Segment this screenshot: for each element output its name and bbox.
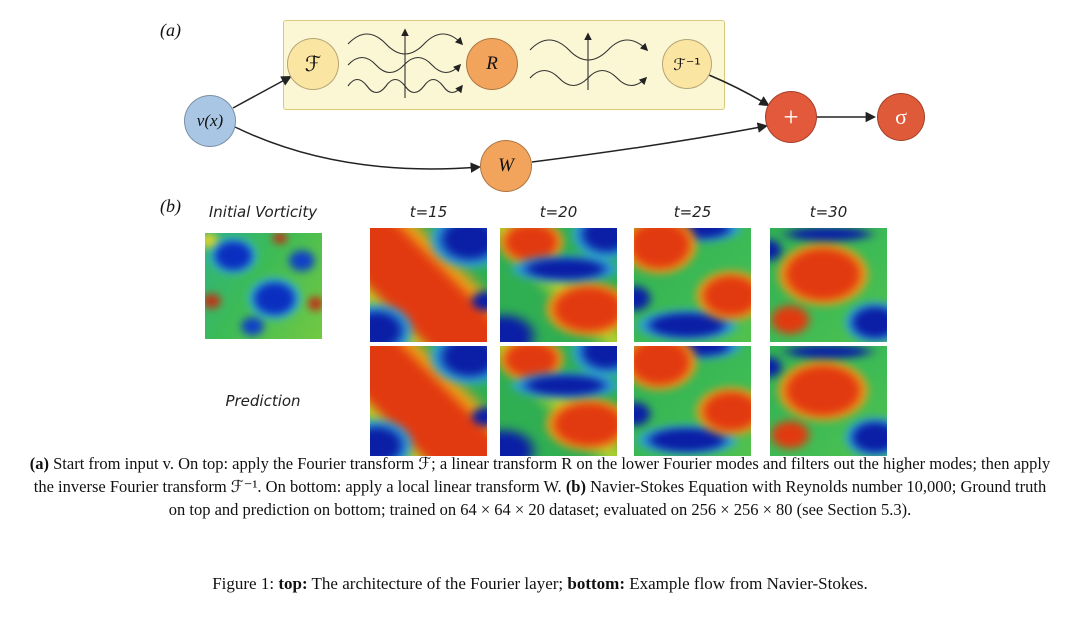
- caption-b-text: Navier-Stokes Equation with Reynolds num…: [168, 477, 1047, 520]
- node-activation-sigma: σ: [877, 93, 925, 141]
- figure-caption-top-marker: top:: [278, 574, 308, 593]
- time-label-t15: t=15: [409, 203, 448, 221]
- node-inverse-fourier: ℱ⁻¹: [662, 39, 712, 89]
- panel-b-label: (b): [160, 196, 181, 216]
- vorticity-image-t30-prediction: [770, 346, 887, 456]
- time-label-t20: t=20: [539, 203, 578, 221]
- time-label-t30: t=30: [809, 203, 848, 221]
- figure-caption-prefix: Figure 1:: [212, 574, 279, 593]
- node-sum: +: [765, 91, 817, 143]
- initial-vorticity-label: Initial Vorticity: [208, 203, 318, 221]
- vorticity-image-t30-truth: [770, 228, 887, 342]
- arrow-w-to-plus: [531, 122, 769, 163]
- node-linear-transform-r: R: [466, 38, 518, 90]
- vorticity-image-t25-truth: [634, 228, 751, 342]
- vorticity-image-initial: [205, 233, 322, 339]
- node-local-linear-w: W: [480, 140, 532, 192]
- vorticity-image-t15-prediction: [370, 346, 487, 456]
- vorticity-image-t25-prediction: [634, 346, 751, 456]
- architecture-arrows: [232, 28, 877, 173]
- figure-caption-top-text: The architecture of the Fourier layer;: [307, 574, 568, 593]
- panel-a-label: (a): [160, 20, 181, 40]
- fourier-modes-wave-mid: [347, 56, 462, 74]
- node-input-vx: v(x): [184, 95, 236, 147]
- figure-caption-bottom-marker: bottom:: [567, 574, 625, 593]
- prediction-label: Prediction: [225, 392, 301, 410]
- time-label-t25: t=25: [673, 203, 712, 221]
- vorticity-image-t15-truth: [370, 228, 487, 342]
- sub-caption: (a) Start from input v. On top: apply th…: [25, 452, 1055, 521]
- vorticity-image-t20-prediction: [500, 346, 617, 456]
- node-fourier-transform: ℱ: [287, 38, 339, 90]
- caption-a-marker: (a): [29, 454, 49, 473]
- vorticity-image-t20-truth: [500, 228, 617, 342]
- figure-caption-bottom-text: Example flow from Navier-Stokes.: [624, 574, 868, 593]
- caption-a-text: Start from input v. On top: apply the Fo…: [33, 454, 1051, 497]
- arrow-input-to-w: [234, 126, 482, 173]
- arrow-input-to-fourier: [232, 75, 292, 109]
- caption-b-marker: (b): [565, 477, 586, 497]
- figure-caption: Figure 1: top: The architecture of the F…: [0, 574, 1080, 594]
- arrow-invfourier-to-plus: [708, 74, 770, 107]
